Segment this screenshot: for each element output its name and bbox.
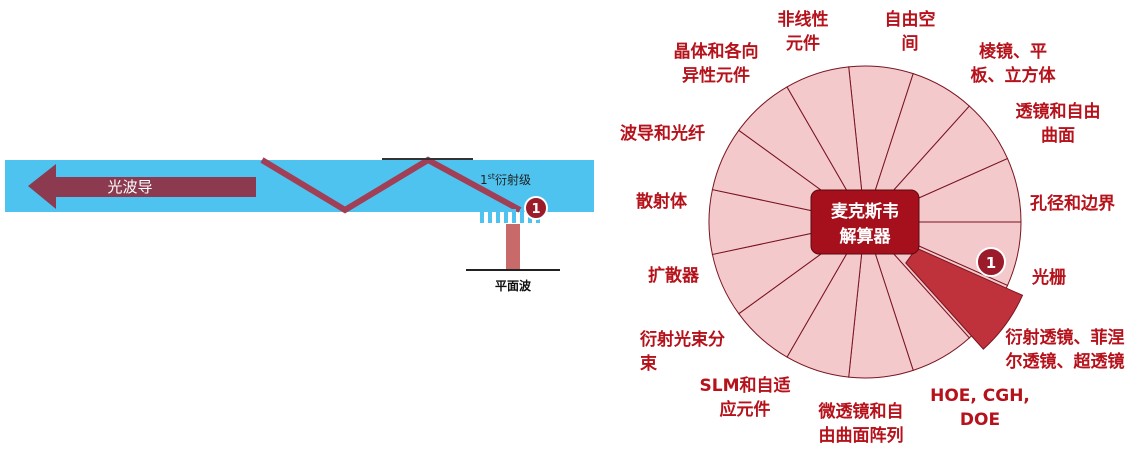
label-freeform-lens: 透镜和自由曲面 — [1015, 102, 1101, 146]
highlight-grating-group: 1 — [905, 247, 1024, 350]
label-prism: 棱镜、平板、立方体 — [970, 42, 1056, 86]
waveguide-label: 光波导 — [107, 178, 152, 196]
center-line-1: 麦克斯韦 — [831, 201, 899, 222]
label-micro-lens-array: 微透镜和自由曲面阵列 — [818, 402, 904, 446]
center-line-2: 解算器 — [840, 226, 892, 247]
diffraction-order-number: 1 — [480, 173, 488, 187]
diffraction-order-sup: st — [488, 172, 495, 181]
label-crystal: 晶体和各向异性元件 — [673, 42, 759, 86]
label-beam-splitter: 衍射光束分束 — [640, 330, 725, 374]
diffraction-order-label: 衍射级 — [495, 172, 531, 187]
marker-badge-2 — [976, 247, 1006, 277]
label-nonlinear: 非线性元件 — [777, 10, 829, 54]
marker-badge-1-number: 1 — [531, 202, 540, 217]
waveguide-diagram: 光波导 1st衍射级 平面波 1 — [5, 156, 594, 293]
label-grating: 光栅 — [1032, 268, 1066, 288]
marker-badge-1 — [524, 196, 548, 220]
marker-badge-2-number: 1 — [986, 254, 996, 272]
label-aperture: 孔径和边界 — [1030, 194, 1115, 214]
label-diffractive-lens: 衍射透镜、菲涅尔透镜、超透镜 — [1005, 328, 1125, 372]
grating-highlight-segment — [905, 247, 1024, 350]
center-solver-box — [810, 189, 920, 255]
plane-wave-beam — [506, 224, 520, 270]
svg-text:1st衍射级: 1st衍射级 — [480, 172, 531, 187]
plane-wave-label: 平面波 — [495, 278, 532, 293]
zigzag-ray — [260, 156, 522, 214]
label-free-space: 自由空间 — [884, 10, 936, 54]
label-hoe-cgh-doe: HOE, CGH,DOE — [930, 386, 1030, 430]
label-diffuser: 扩散器 — [648, 266, 699, 286]
label-scatterer: 散射体 — [636, 192, 687, 212]
arrow-left-icon — [28, 164, 256, 209]
label-waveguide-fiber: 波导和光纤 — [620, 124, 705, 144]
center-box: 麦克斯韦 解算器 — [810, 189, 920, 255]
label-slm: SLM和自适应元件 — [699, 376, 791, 420]
